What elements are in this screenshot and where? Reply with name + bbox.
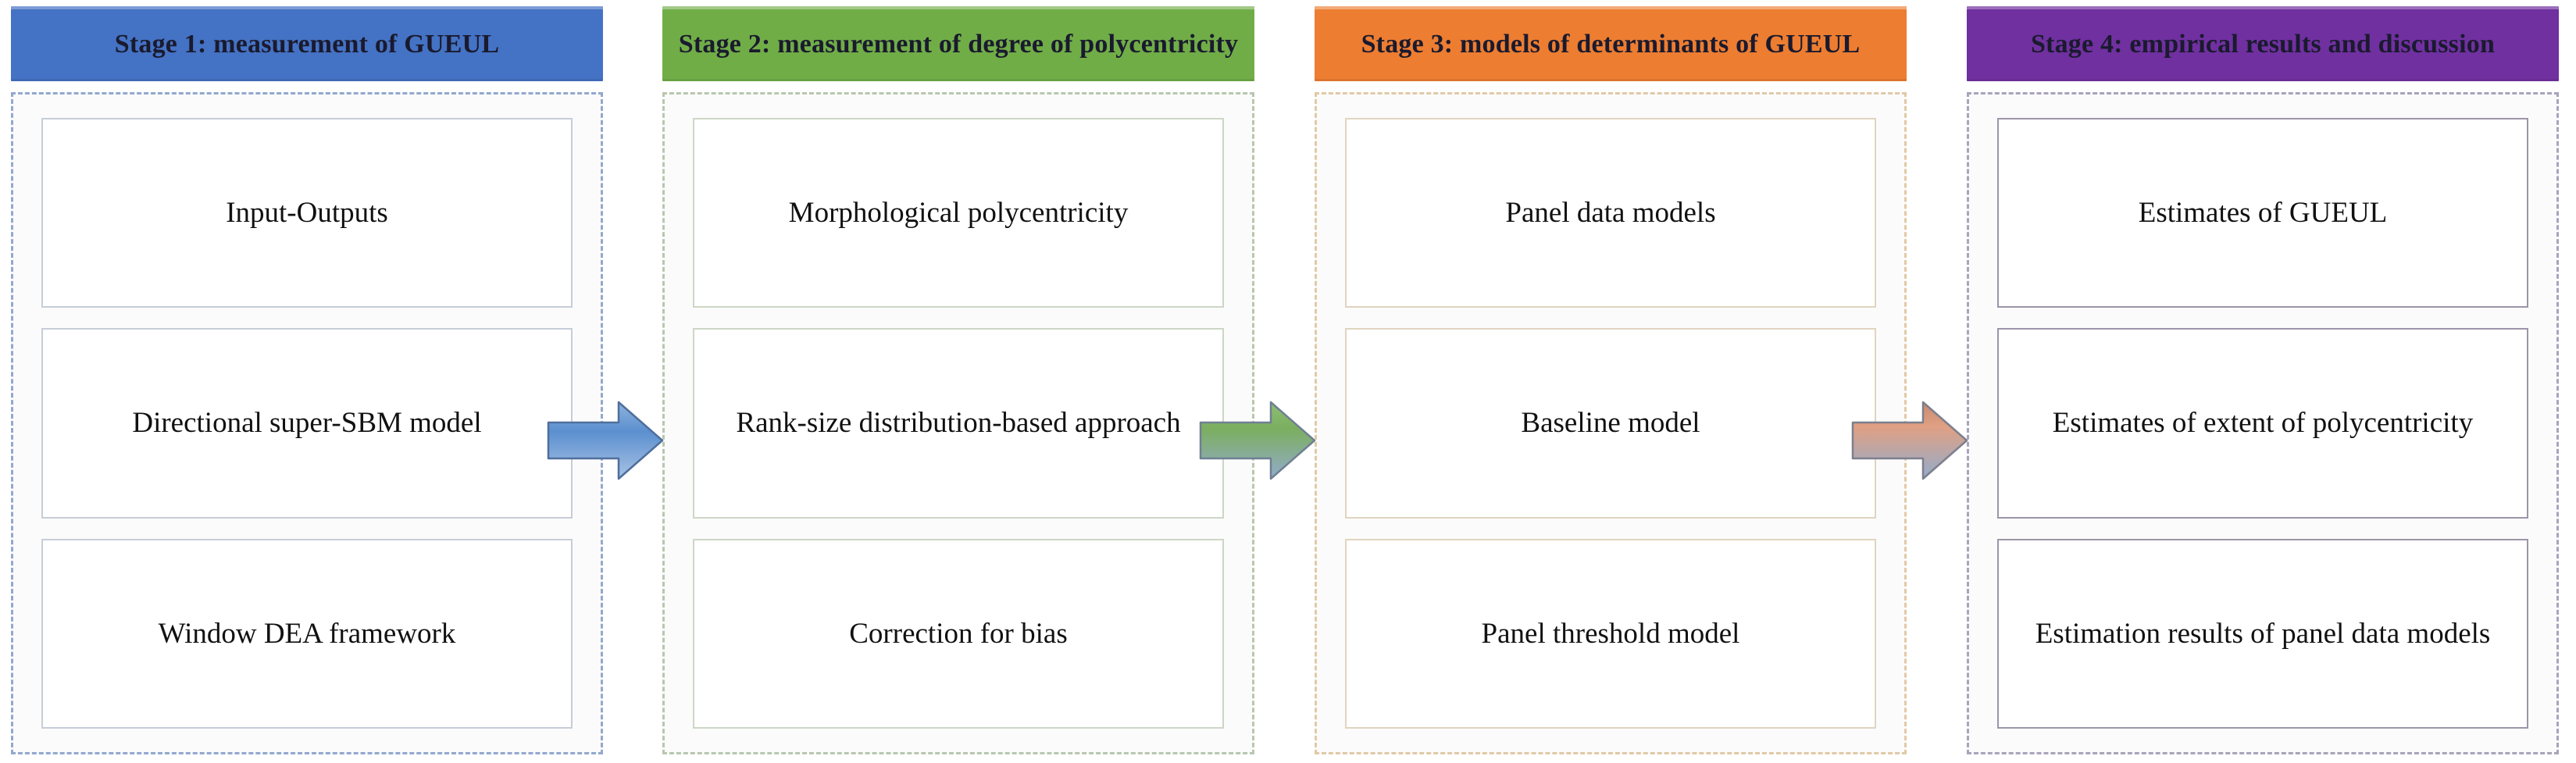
stage-1-item-2: Directional super-SBM model bbox=[41, 328, 573, 519]
stage-1-item-1-label: Input-Outputs bbox=[226, 197, 388, 230]
stage-header-2: Stage 2: measurement of degree of polyce… bbox=[662, 6, 1254, 81]
stage-body-4: Estimates of GUEUL Estimates of extent o… bbox=[1967, 92, 2559, 754]
stage-3-item-1-label: Panel data models bbox=[1505, 197, 1716, 230]
stage-column-3: Stage 3: models of determinants of GUEUL… bbox=[1315, 6, 1907, 756]
stage-2-item-2: Rank-size distribution-based approach bbox=[693, 328, 1224, 519]
stage-header-3-label: Stage 3: models of determinants of GUEUL bbox=[1361, 29, 1861, 59]
stage-2-item-3: Correction for bias bbox=[693, 538, 1224, 729]
stage-body-3: Panel data models Baseline model Panel t… bbox=[1315, 92, 1907, 754]
stage-2-item-3-label: Correction for bias bbox=[849, 617, 1068, 650]
stage-header-1: Stage 1: measurement of GUEUL bbox=[11, 6, 603, 81]
stage-4-item-2: Estimates of extent of polycentricity bbox=[1997, 328, 2528, 519]
stage-4-item-3: Estimation results of panel data models bbox=[1997, 538, 2528, 729]
stage-header-4-label: Stage 4: empirical results and discussio… bbox=[2030, 29, 2496, 59]
stage-1-item-3: Window DEA framework bbox=[41, 538, 573, 729]
stage-3-item-1: Panel data models bbox=[1345, 118, 1876, 308]
arrow-stage2-to-stage3-icon bbox=[1199, 394, 1316, 487]
stage-header-3: Stage 3: models of determinants of GUEUL bbox=[1315, 6, 1907, 81]
stage-header-4: Stage 4: empirical results and discussio… bbox=[1967, 6, 2559, 81]
stage-3-item-3-label: Panel threshold model bbox=[1481, 617, 1740, 650]
stage-header-1-label: Stage 1: measurement of GUEUL bbox=[114, 29, 500, 59]
stage-2-item-1-label: Morphological polycentricity bbox=[788, 197, 1129, 230]
stage-header-2-label: Stage 2: measurement of degree of polyce… bbox=[678, 29, 1239, 59]
stage-2-item-1: Morphological polycentricity bbox=[693, 118, 1224, 308]
stage-3-item-2-label: Baseline model bbox=[1521, 407, 1700, 440]
stage-1-item-3-label: Window DEA framework bbox=[158, 617, 456, 650]
stage-column-1: Stage 1: measurement of GUEUL Input-Outp… bbox=[11, 6, 603, 756]
stage-3-item-2: Baseline model bbox=[1345, 328, 1876, 519]
stage-1-item-2-label: Directional super-SBM model bbox=[132, 407, 482, 440]
stage-body-2: Morphological polycentricity Rank-size d… bbox=[662, 92, 1254, 754]
stage-3-item-3: Panel threshold model bbox=[1345, 538, 1876, 729]
stage-4-item-3-label: Estimation results of panel data models bbox=[2035, 617, 2491, 650]
stage-body-1: Input-Outputs Directional super-SBM mode… bbox=[11, 92, 603, 754]
arrow-stage1-to-stage2-icon bbox=[547, 394, 664, 487]
stage-1-item-1: Input-Outputs bbox=[41, 118, 573, 308]
stage-4-item-1-label: Estimates of GUEUL bbox=[2138, 197, 2388, 230]
stage-column-4: Stage 4: empirical results and discussio… bbox=[1967, 6, 2559, 756]
stage-column-2: Stage 2: measurement of degree of polyce… bbox=[662, 6, 1254, 756]
stage-4-item-1: Estimates of GUEUL bbox=[1997, 118, 2528, 308]
stage-2-item-2-label: Rank-size distribution-based approach bbox=[736, 407, 1181, 440]
arrow-stage3-to-stage4-icon bbox=[1851, 394, 1968, 487]
stage-4-item-2-label: Estimates of extent of polycentricity bbox=[2052, 407, 2474, 440]
